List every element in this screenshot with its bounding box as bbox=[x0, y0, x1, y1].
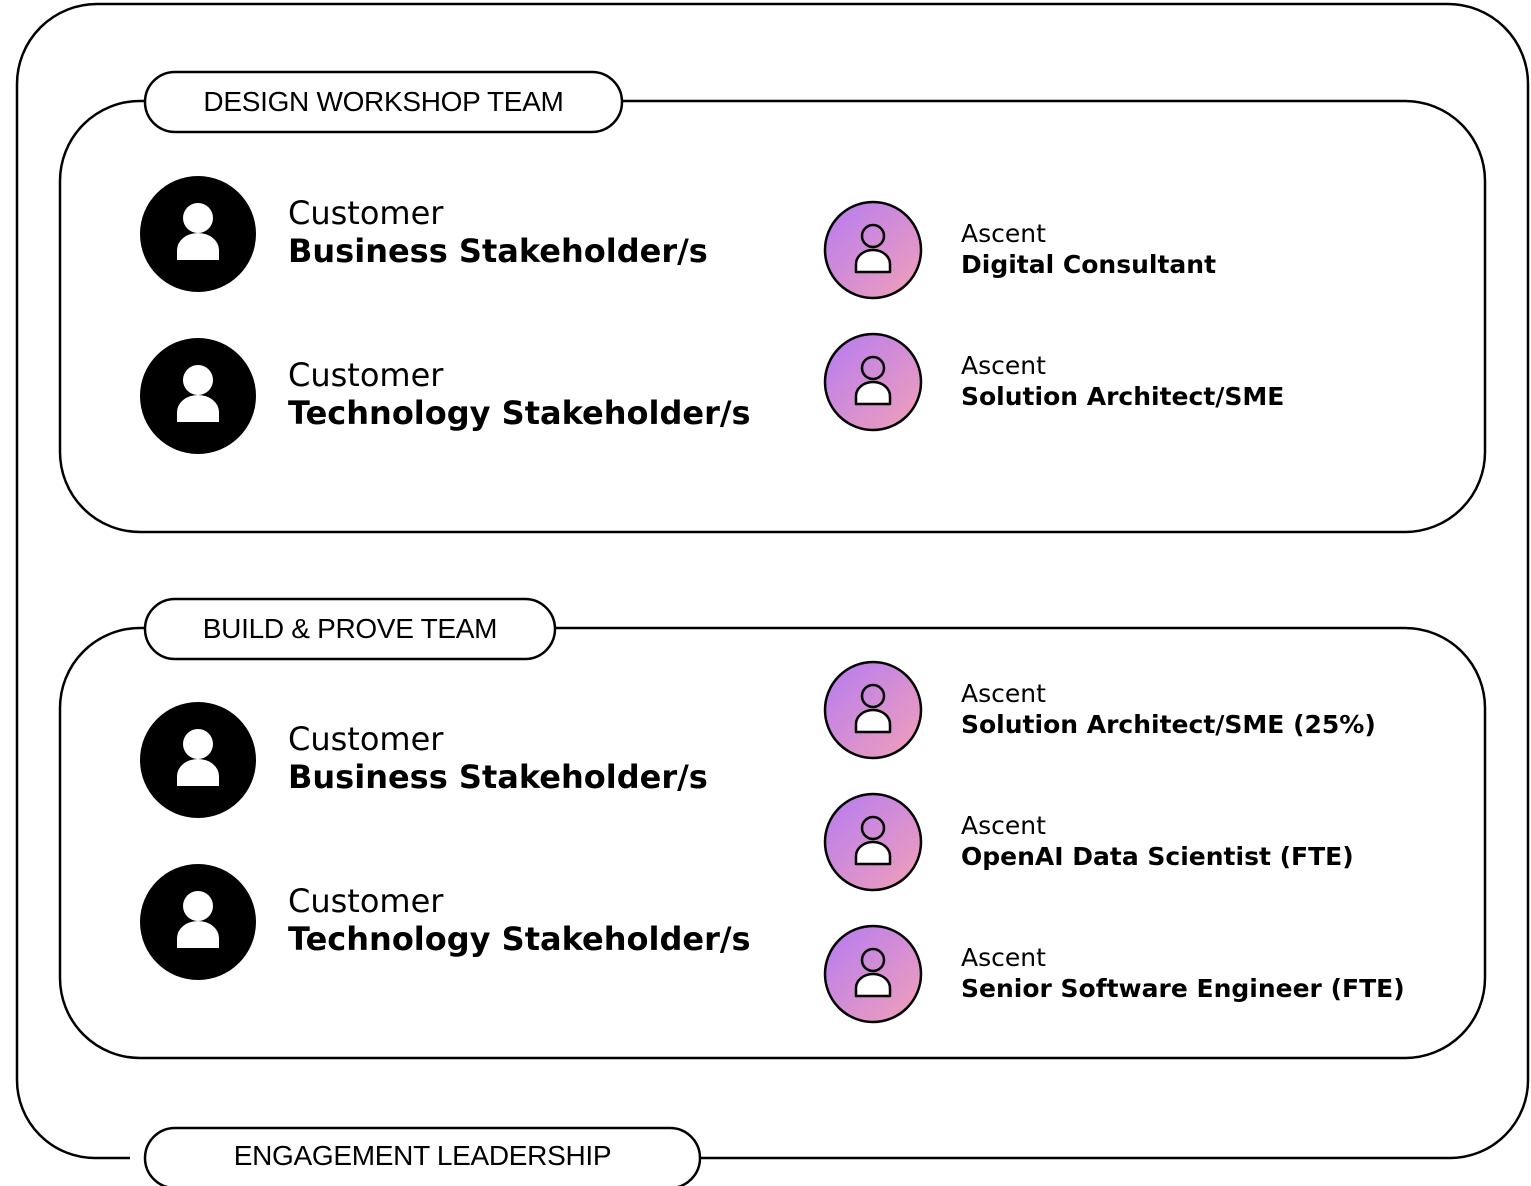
ascent-role: Solution Architect/SME (25%) bbox=[961, 709, 1376, 739]
person-outline-icon bbox=[823, 660, 923, 760]
ascent-role: Solution Architect/SME bbox=[961, 381, 1285, 411]
ascent-org: Ascent bbox=[961, 810, 1046, 840]
ascent-role: Digital Consultant bbox=[961, 249, 1217, 279]
pill-engagement-shape bbox=[143, 1126, 702, 1186]
ascent-card: Ascent OpenAI Data Scientist (FTE) bbox=[823, 792, 1354, 892]
customer-card: Customer Technology Stakeholder/s bbox=[140, 338, 751, 454]
customer-org: Customer bbox=[288, 355, 444, 394]
person-outline-icon bbox=[823, 200, 923, 300]
customer-org: Customer bbox=[288, 719, 444, 758]
person-outline-icon bbox=[823, 332, 923, 432]
customer-org: Customer bbox=[288, 193, 444, 232]
customer-role: Technology Stakeholder/s bbox=[288, 393, 751, 432]
customer-role: Business Stakeholder/s bbox=[288, 757, 708, 796]
customer-card: Customer Technology Stakeholder/s bbox=[140, 864, 751, 980]
person-outline-icon bbox=[823, 792, 923, 892]
person-icon bbox=[140, 338, 256, 454]
person-icon bbox=[140, 702, 256, 818]
ascent-role: Senior Software Engineer (FTE) bbox=[961, 973, 1405, 1003]
ascent-card: Ascent Digital Consultant bbox=[823, 200, 1216, 300]
person-icon bbox=[140, 864, 256, 980]
ascent-org: Ascent bbox=[961, 678, 1046, 708]
customer-role: Business Stakeholder/s bbox=[288, 231, 708, 270]
customer-role: Technology Stakeholder/s bbox=[288, 919, 751, 958]
ascent-role: OpenAI Data Scientist (FTE) bbox=[961, 841, 1354, 871]
pill-build-shape bbox=[143, 597, 557, 661]
section-label-design: DESIGN WORKSHOP TEAM bbox=[203, 86, 564, 117]
build-prove-border bbox=[58, 626, 1487, 1060]
design-workshop-border bbox=[58, 99, 1487, 534]
customer-card: Customer Business Stakeholder/s bbox=[140, 702, 708, 818]
pill-design-shape bbox=[143, 70, 624, 134]
customer-card: Customer Business Stakeholder/s bbox=[140, 176, 708, 292]
customer-org: Customer bbox=[288, 881, 444, 920]
section-label-engagement: ENGAGEMENT LEADERSHIP bbox=[233, 1140, 612, 1171]
person-outline-icon bbox=[823, 924, 923, 1024]
section-label-build: BUILD & PROVE TEAM bbox=[202, 613, 498, 644]
person-icon bbox=[140, 176, 256, 292]
ascent-card: Ascent Solution Architect/SME bbox=[823, 332, 1284, 432]
outer-container-border bbox=[15, 2, 1530, 1160]
ascent-org: Ascent bbox=[961, 350, 1046, 380]
ascent-card: Ascent Solution Architect/SME (25%) bbox=[823, 660, 1376, 760]
ascent-org: Ascent bbox=[961, 942, 1046, 972]
ascent-card: Ascent Senior Software Engineer (FTE) bbox=[823, 924, 1405, 1024]
ascent-org: Ascent bbox=[961, 218, 1046, 248]
